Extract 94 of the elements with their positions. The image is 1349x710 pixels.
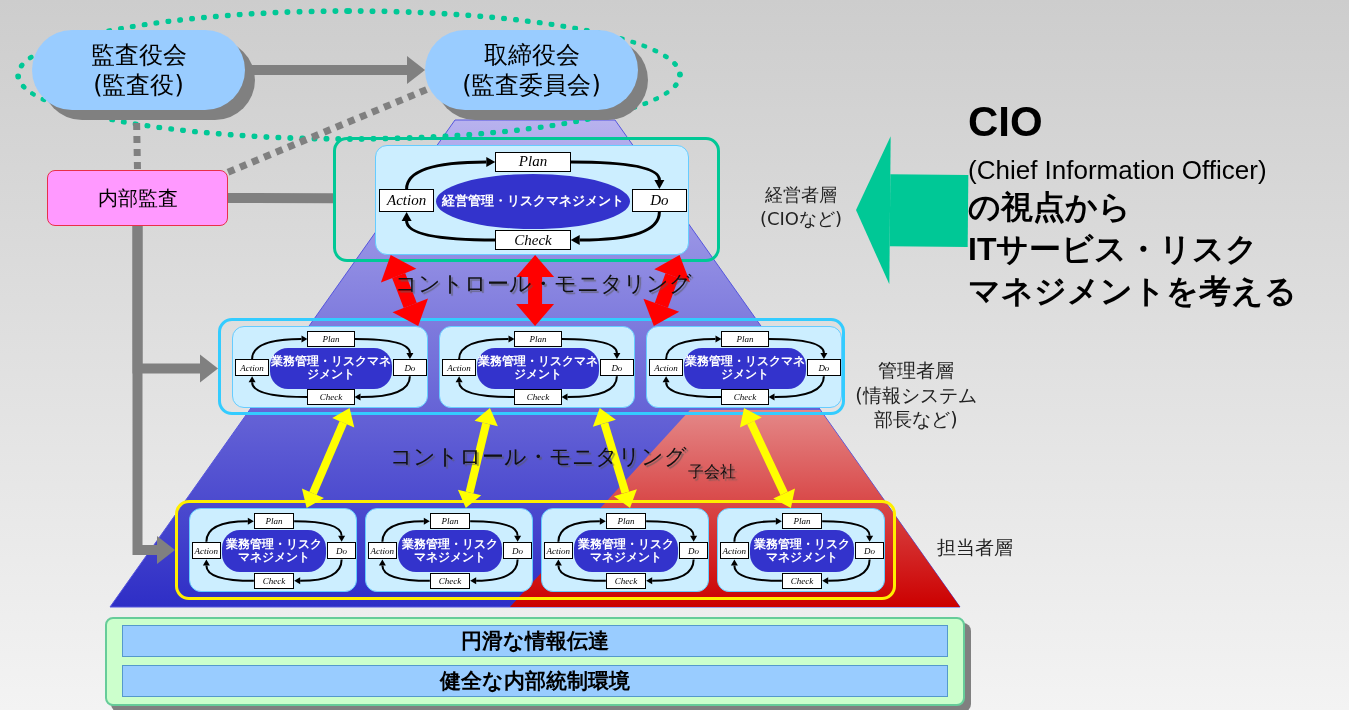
step-box: Action <box>719 541 750 560</box>
step-box: Action <box>441 358 477 377</box>
pdca-card <box>717 508 885 592</box>
arrow <box>554 559 607 582</box>
arrow <box>557 517 606 543</box>
pdca-card <box>365 508 533 592</box>
arrow <box>570 211 661 246</box>
arrow <box>645 520 698 542</box>
step-box: Action <box>234 358 270 377</box>
arrow <box>733 517 782 543</box>
step-box: Do <box>392 358 428 377</box>
arrow <box>662 376 723 399</box>
double-arrow <box>592 408 637 508</box>
step-box: Do <box>854 541 885 560</box>
tier-frame <box>333 137 720 262</box>
arrow <box>205 517 254 543</box>
double-arrow <box>457 408 498 508</box>
step-box: Check <box>495 229 571 251</box>
pdca-card <box>541 508 709 592</box>
arrow <box>469 520 522 542</box>
step-box: Plan <box>514 331 562 347</box>
arrow <box>294 558 343 585</box>
double-arrow <box>301 408 355 508</box>
annotation-text: CIO (Chief Information Officer) の視点から ITサービス・リスク マネジメントを考える <box>968 95 1346 327</box>
arrow <box>646 558 695 585</box>
arrow <box>405 156 496 190</box>
step-box: Check <box>781 572 823 589</box>
pdca-card <box>646 326 842 408</box>
step-box: Action <box>367 541 398 560</box>
hub-ellipse: 経営管理・リスクマネジメント <box>435 173 631 229</box>
foundation-band: 円滑な情報伝達 <box>122 625 948 657</box>
arrow <box>354 375 411 401</box>
double-arrow <box>516 255 555 326</box>
step-box: Plan <box>429 513 471 530</box>
arrow <box>293 520 346 542</box>
arrow <box>470 558 519 585</box>
step-box: Check <box>429 572 471 589</box>
arrow <box>401 212 496 242</box>
dotted-group-outline <box>15 8 683 142</box>
step-box: Do <box>599 358 635 377</box>
step-box: Plan <box>495 151 571 173</box>
step-box: Do <box>326 541 357 560</box>
arrow <box>132 226 175 564</box>
step-box: Check <box>605 572 647 589</box>
arrow <box>561 375 618 401</box>
double-arrow <box>380 255 428 326</box>
arrow <box>730 559 783 582</box>
step-box: Check <box>307 389 355 405</box>
connector-line <box>228 193 333 204</box>
step-box: Check <box>514 389 562 405</box>
step-box: Action <box>379 188 435 212</box>
arrow <box>353 337 414 359</box>
arrow <box>665 335 722 360</box>
tier-label: 経営者層 (CIOなど) <box>746 183 856 243</box>
pdca-card <box>439 326 635 408</box>
step-box: Check <box>721 389 769 405</box>
step-box: Plan <box>253 513 295 530</box>
step-box: Action <box>648 358 684 377</box>
pdca-card <box>232 326 428 408</box>
arrow <box>856 136 969 285</box>
tier-label: 管理者層 <box>878 358 954 383</box>
step-box: Action <box>191 541 222 560</box>
tier-frame <box>175 500 896 600</box>
double-arrow <box>739 408 795 508</box>
step-box: Check <box>253 572 295 589</box>
arrow <box>381 517 430 543</box>
arrow <box>455 376 516 399</box>
arrow <box>458 335 515 360</box>
step-box: Do <box>631 188 687 212</box>
group-label: 子会社 <box>688 462 736 483</box>
arrow <box>570 160 665 189</box>
tier-label: 担当者層 <box>936 535 1013 560</box>
step-box: Do <box>806 358 842 377</box>
step-box: Do <box>678 541 709 560</box>
tier-label: (情報システム部長など) <box>854 382 978 433</box>
step-box: Plan <box>781 513 823 530</box>
pdca-card <box>189 508 357 592</box>
audit-box: 内部監査 <box>47 170 228 226</box>
arrow <box>822 558 871 585</box>
arrow <box>560 337 621 359</box>
arrow <box>202 559 255 582</box>
step-box: Plan <box>307 331 355 347</box>
arrow <box>768 375 825 401</box>
arrow <box>821 520 874 542</box>
step-box: Plan <box>605 513 647 530</box>
pdca-card <box>375 145 689 255</box>
tier-frame <box>218 318 845 415</box>
arrow <box>248 376 309 399</box>
step-box: Action <box>543 541 574 560</box>
arrow <box>251 335 308 360</box>
foundation-band: 健全な内部統制環境 <box>122 665 948 697</box>
step-box: Plan <box>721 331 769 347</box>
arrow <box>378 559 431 582</box>
step-box: Do <box>502 541 533 560</box>
